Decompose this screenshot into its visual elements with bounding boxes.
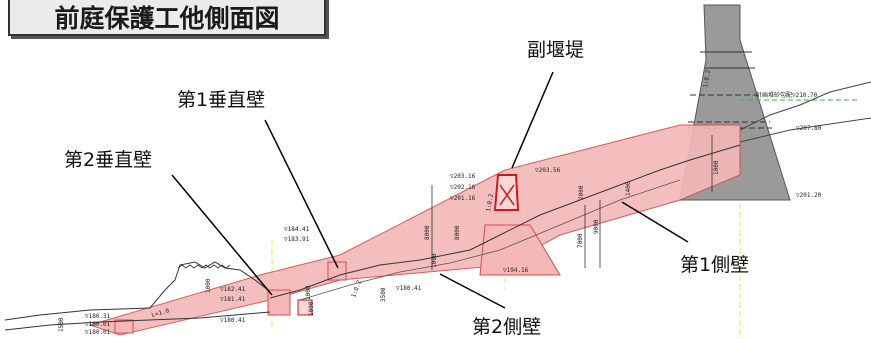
elev-201-16: ▽201.16 [450, 195, 476, 202]
elev-180-41b: ▽180.41 [220, 317, 246, 324]
callout-side-wall-2: 第2側壁 [472, 316, 541, 338]
stepped-bank [177, 264, 231, 269]
riverbed-left [4, 311, 271, 331]
slope-length: L=1.0 [151, 307, 171, 319]
river-profile-2 [299, 179, 681, 301]
subdam-apron [479, 224, 561, 276]
subdam-body [493, 174, 520, 211]
dim-8000-b: 8000 [454, 225, 461, 240]
wall-footing [297, 299, 313, 316]
callout-subdam: 副堰堤 [527, 39, 584, 61]
elev-203-16: ▽203.16 [450, 173, 476, 180]
elev-182-41: ▽182.41 [220, 286, 246, 293]
dim-1000-a: 1000 [431, 253, 438, 268]
dim-1000-c: 1000 [305, 285, 312, 300]
leader-side-wall-2 [439, 273, 506, 309]
elev-180-31: ▽180.31 [85, 313, 111, 320]
downstream-block [114, 319, 134, 334]
dim-1000-d: 1000 [308, 301, 315, 316]
callout-vertical-wall-1: 第1垂直壁 [177, 89, 265, 111]
elev-180-01b: ▽180.01 [85, 329, 111, 336]
callout-side-wall-1: 第1側壁 [680, 254, 749, 276]
slope-wall: 1:0.2 [350, 279, 363, 299]
elev-201-20: ▽201.20 [796, 192, 822, 199]
dim-9000: 9000 [593, 219, 600, 234]
leader-vertical-wall-2 [171, 174, 273, 296]
elev-194-16: ▽194.16 [503, 267, 529, 274]
elev-202-16: ▽202.16 [450, 184, 476, 191]
elev-180-01: ▽180.01 [85, 321, 111, 328]
terrain-right-2 [739, 117, 871, 143]
elev-203-56: ▽203.56 [535, 167, 561, 174]
slope-dam: 1:0.2 [702, 69, 712, 88]
elev-184-41: ▽184.41 [284, 226, 310, 233]
elev-181-41: ▽181.41 [220, 296, 246, 303]
vertical-wall-2-body [267, 289, 291, 316]
dim-2000: 2000 [578, 185, 585, 200]
slope-subdam: 1:0.2 [485, 193, 495, 212]
callout-vertical-wall-2: 第2垂直壁 [64, 149, 152, 171]
elev-210-70: 計画堆砂勾配▽210.70 [756, 91, 818, 99]
leader-vertical-wall-1 [264, 119, 339, 269]
diagram-title: 前庭保護工他側面図 [8, 0, 326, 36]
dim-1500: 1500 [58, 317, 65, 332]
dim-8000-a: 8000 [424, 225, 431, 240]
apron-protection-zone [88, 124, 741, 336]
dim-1400: 1400 [625, 181, 632, 196]
leader-subdam [511, 71, 554, 169]
dim-dam-8000: 1000 [713, 160, 720, 175]
terrain-right [739, 81, 871, 131]
vertical-wall-1-body [327, 261, 347, 281]
river-profile [269, 144, 741, 299]
dim-1000-b: 1000 [205, 278, 212, 293]
terrain-left [4, 261, 269, 321]
elev-207-80: ▽207.80 [796, 125, 822, 132]
subdam-hatch-2 [499, 184, 515, 206]
dim-3500: 3500 [380, 287, 387, 302]
leader-side-wall-1 [621, 201, 689, 243]
elev-180-41: ▽180.41 [396, 285, 422, 292]
dim-7000: 7000 [577, 233, 584, 248]
elev-183-91: ▽183.91 [284, 236, 310, 243]
